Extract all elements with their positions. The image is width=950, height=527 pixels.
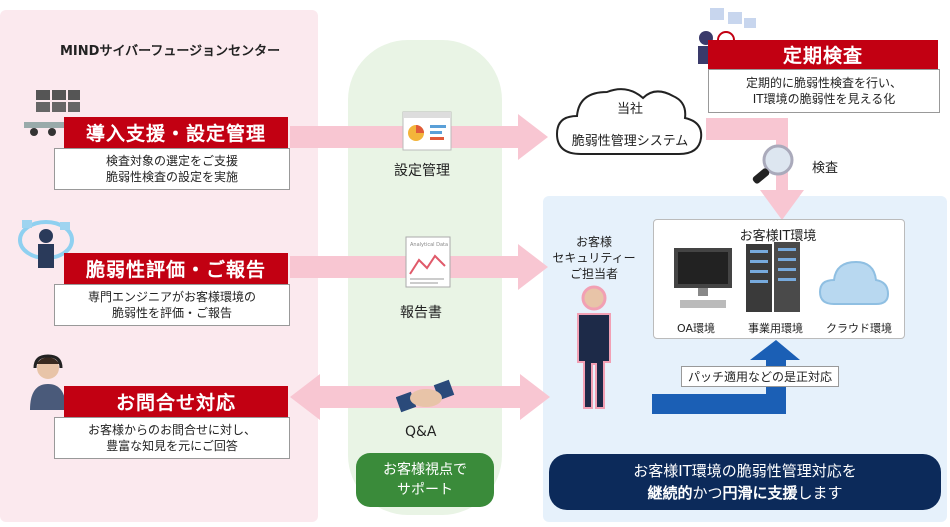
org-title: MINDサイバーフュージョンセンター [60,44,281,59]
qa-label: Q&A [405,424,437,440]
it-env-title: お客様IT環境 [739,229,817,244]
settings-dashboard-icon [402,111,452,151]
service-3-line2: 豊富な知見を元にご回答 [106,439,238,453]
periodic-desc: 定期的に脆弱性検査を行い、 IT環境の脆弱性を見える化 [708,69,940,113]
periodic-line2: IT環境の脆弱性を見える化 [752,92,896,106]
cloud-system-icon [555,88,703,155]
support-line2: サポート [397,482,453,498]
statement-line1: お客様IT環境の脆弱性管理対応を [633,462,857,480]
service-3-line1: お客様からのお問合せに対し、 [87,423,256,437]
service-1-line1: 検査対象の選定をご支援 [105,154,238,168]
statement-bold2: 円滑に支援 [722,484,798,502]
oa-label: OA環境 [677,322,715,335]
magnifier-icon [752,144,794,184]
service-1-desc: 検査対象の選定をご支援 脆弱性検査の設定を実施 [54,148,290,190]
analyst-hologram-icon [18,220,74,268]
statement-end: します [797,484,843,502]
person-line3: ご担当者 [569,267,618,281]
service-2-desc: 専門エンジニアがお客様環境の 脆弱性を評価・ご報告 [54,284,290,326]
person-line2: セキュリティー [552,251,636,265]
service-3-desc: お客様からのお問合せに対し、 豊富な知見を元にご回答 [54,417,290,459]
service-1-line2: 脆弱性検査の設定を実施 [105,170,238,184]
service-2-line2: 脆弱性を評価・ご報告 [111,306,232,320]
cloud-env-icon [818,260,890,305]
biz-label: 事業用環境 [748,322,803,335]
setting-label: 設定管理 [394,163,450,179]
statement-line2: 継続的かつ円滑に支援します [549,482,941,504]
arrow-periodic [706,118,804,220]
service-1-title: 導入支援・設定管理 [64,117,288,148]
operator-headset-icon [30,354,66,410]
server-rack-icon [746,242,800,312]
person-line1: お客様 [575,235,612,249]
inspection-analyst-icon [698,8,756,64]
report-document-icon: Analytical Data [405,236,451,288]
support-badge: お客様視点で サポート [356,453,494,507]
patch-arrow [652,340,800,414]
periodic-title: 定期検査 [708,40,938,69]
service-2-line1: 専門エンジニアがお客様環境の [87,290,256,304]
periodic-line1: 定期的に脆弱性検査を行い、 [745,76,902,90]
support-statement: お客様IT環境の脆弱性管理対応を 継続的かつ円滑に支援します [549,454,941,510]
inspect-label: 検査 [812,161,839,176]
support-line1: お客様視点で [383,462,467,478]
service-3-title: お問合せ対応 [64,386,288,417]
desktop-pc-icon [674,248,732,308]
security-officer-icon [577,285,611,409]
patch-label: パッチ適用などの是正対応 [681,366,840,387]
report-doc-text: Analytical Data [410,242,448,248]
statement-mid: かつ [692,484,723,502]
cloud-label: クラウド環境 [826,322,892,335]
system-line1: 当社 [616,102,643,117]
person-label: お客様 セキュリティー ご担当者 [548,234,640,282]
report-label: 報告書 [400,305,442,321]
statement-bold1: 継続的 [647,484,693,502]
system-label: 当社 脆弱性管理システム [551,100,709,152]
handshake-icon [396,379,455,413]
control-room-icon [24,90,80,136]
service-2-title: 脆弱性評価・ご報告 [64,253,288,284]
system-line2: 脆弱性管理システム [571,134,689,149]
